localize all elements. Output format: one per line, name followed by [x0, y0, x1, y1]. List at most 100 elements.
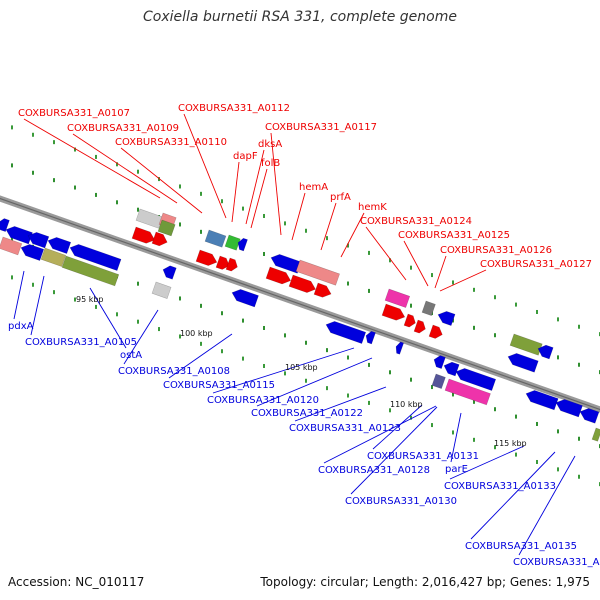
gene-label-osta: ostA — [120, 350, 142, 361]
leader-line — [294, 386, 387, 422]
leader-line — [72, 133, 178, 204]
map-title: Coxiella burnetii RSA 331, complete geno… — [143, 9, 457, 25]
leader-line — [123, 309, 159, 365]
gene-label-coxbursa331-a0124: COXBURSA331_A0124 — [360, 216, 472, 227]
leader-line — [518, 455, 576, 556]
guide-dot — [53, 290, 55, 295]
guide-dot — [347, 243, 349, 248]
gene-box — [509, 333, 543, 356]
guide-dot — [305, 228, 307, 233]
guide-dot — [515, 452, 517, 457]
guide-dot — [410, 377, 412, 382]
tick-label-115-kbp: 115 kbp — [494, 439, 527, 448]
guide-dot — [473, 325, 475, 330]
guide-dot — [221, 311, 223, 316]
guide-dot — [452, 430, 454, 435]
reverse-gene-arrow — [579, 408, 600, 424]
guide-dot — [11, 163, 13, 168]
guide-dot — [536, 309, 538, 314]
reverse-gene-arrow — [365, 330, 376, 345]
leader-line — [13, 270, 25, 320]
reverse-gene-arrow — [555, 399, 583, 418]
topology-text: Topology: circular; Length: 2,016,427 bp… — [260, 575, 590, 589]
guide-dot — [473, 437, 475, 442]
gene-label-coxbursa331-a0126: COXBURSA331_A0126 — [440, 245, 552, 256]
gene-label-coxbursa331-a0108: COXBURSA331_A0108 — [118, 366, 230, 377]
reverse-gene-arrow — [0, 218, 10, 232]
gene-box — [421, 300, 436, 316]
guide-dot — [578, 324, 580, 329]
gene-box — [224, 234, 241, 251]
guide-dot — [347, 281, 349, 286]
reverse-gene-arrow — [237, 237, 248, 252]
gene-labels: COXBURSA331_A0107COXBURSA331_A0109COXBUR… — [8, 103, 600, 568]
guide-dot — [116, 312, 118, 317]
reverse-gene-arrow — [507, 353, 539, 373]
guide-dot — [74, 147, 76, 152]
forward-gene-arrow — [225, 257, 238, 272]
guide-dot — [389, 370, 391, 375]
backbone-track — [0, 195, 600, 413]
guide-dot — [473, 399, 475, 404]
leader-line — [212, 347, 355, 394]
gene-label-coxbursa331-a0135: COXBURSA331_A0135 — [465, 541, 577, 552]
guide-dot — [305, 378, 307, 383]
guide-dot — [11, 275, 13, 280]
guide-dot — [557, 429, 559, 434]
guide-dot — [326, 236, 328, 241]
gene-box — [61, 255, 120, 287]
gene-label-coxbursa331-a0128: COXBURSA331_A0128 — [318, 465, 430, 476]
guide-dot — [347, 355, 349, 360]
reverse-gene-arrow — [162, 265, 177, 280]
guide-dot — [368, 362, 370, 367]
forward-gene-arrow — [265, 266, 292, 285]
leader-line — [365, 226, 407, 281]
gene-label-prfa: prfA — [330, 192, 351, 203]
forward-gene-arrow — [215, 255, 230, 270]
gene-label-pdxa: pdxA — [8, 321, 34, 332]
guide-dot — [242, 318, 244, 323]
leader-line — [245, 149, 265, 225]
gene-label-coxbursa331-a0120: COXBURSA331_A0120 — [207, 395, 319, 406]
gene-box — [204, 229, 227, 248]
gene-label-coxbursa331-a0123: COXBURSA331_A0123 — [289, 423, 401, 434]
guide-dot — [578, 362, 580, 367]
guide-dot — [557, 317, 559, 322]
leader-line — [449, 445, 525, 480]
reverse-gene-arrow — [27, 232, 50, 249]
forward-gene-arrow — [403, 313, 416, 328]
guide-dot — [200, 303, 202, 308]
reverse-gene-arrow — [47, 237, 72, 254]
gene-label-coxbursa331-a0115: COXBURSA331_A0115 — [163, 380, 275, 391]
guide-dot — [326, 348, 328, 353]
gene-box — [157, 219, 176, 237]
reverse-gene-arrow — [537, 344, 554, 360]
guide-dot — [263, 251, 265, 256]
guide-dot — [578, 474, 580, 479]
guide-dot — [116, 200, 118, 205]
guide-dot — [179, 222, 181, 227]
gene-label-coxbursa331-a0130: COXBURSA331_A0130 — [345, 496, 457, 507]
gene-label-hema: hemA — [299, 182, 328, 193]
gene-box — [384, 288, 411, 308]
guide-dot — [389, 258, 391, 263]
gene-label-coxbursa331-a0105: COXBURSA331_A0105 — [25, 337, 137, 348]
guide-dot — [431, 273, 433, 278]
guide-dot — [137, 207, 139, 212]
leader-line — [183, 113, 227, 219]
reverse-gene-arrow — [525, 390, 559, 411]
guide-dot — [53, 178, 55, 183]
reverse-gene-arrow — [455, 368, 497, 391]
guide-dot — [32, 170, 34, 175]
guide-dot — [242, 356, 244, 361]
guide-dot — [11, 237, 13, 242]
guide-dot — [536, 421, 538, 426]
guide-dot — [95, 154, 97, 159]
gene-label-coxbursa331-a0109: COXBURSA331_A0109 — [67, 123, 179, 134]
forward-gene-arrow — [151, 231, 168, 247]
gene-label-coxbursa331-a0117: COXBURSA331_A0117 — [265, 122, 377, 133]
label-leaders — [13, 113, 576, 556]
guide-dot — [536, 459, 538, 464]
